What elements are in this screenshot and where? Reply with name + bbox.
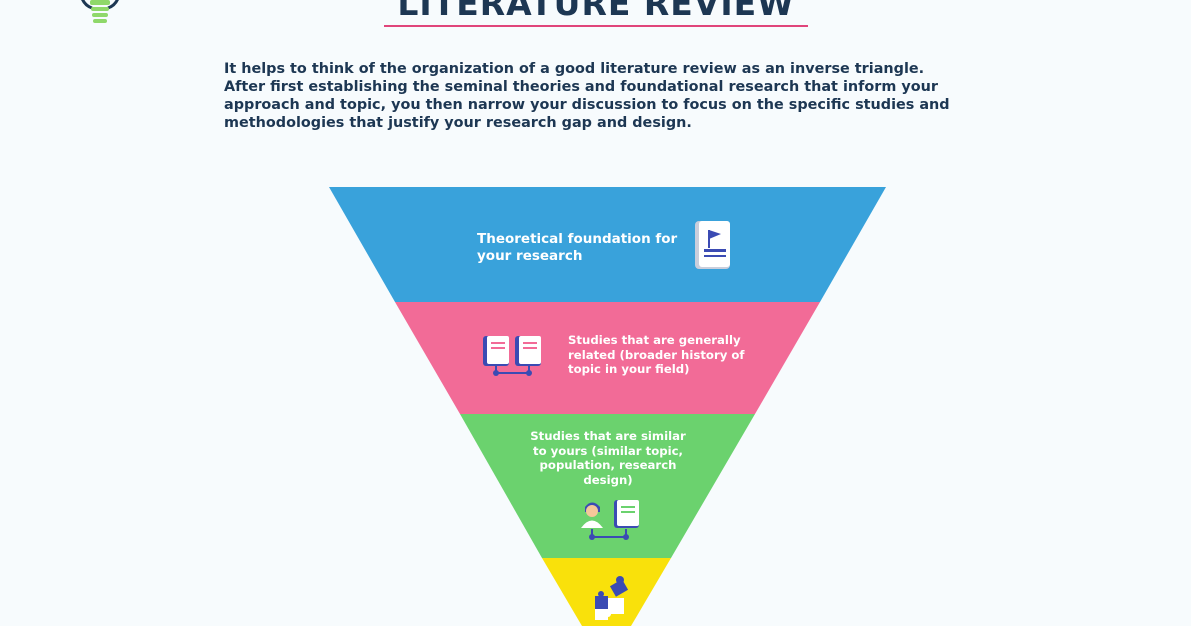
lightbulb-logo-icon xyxy=(81,0,119,23)
tier-4-band xyxy=(542,558,671,626)
tier-2-label: Studies that are generally related (broa… xyxy=(568,333,745,376)
book-flag-icon xyxy=(695,221,730,269)
tier-3-band xyxy=(460,414,755,558)
tier-3-label: Studies that are similar to yours (simil… xyxy=(530,429,686,487)
person-book-icon xyxy=(581,500,639,540)
intro-paragraph: It helps to think of the organization of… xyxy=(224,61,950,131)
puzzle-icon xyxy=(595,576,629,620)
title-underline xyxy=(384,25,808,27)
linked-books-icon xyxy=(483,336,541,376)
page-title: LITERATURE REVIEW xyxy=(397,0,795,23)
tier-2-band xyxy=(395,302,820,414)
tier-1-label: Theoretical foundation for your research xyxy=(477,231,678,264)
tier-1-band xyxy=(329,187,886,302)
